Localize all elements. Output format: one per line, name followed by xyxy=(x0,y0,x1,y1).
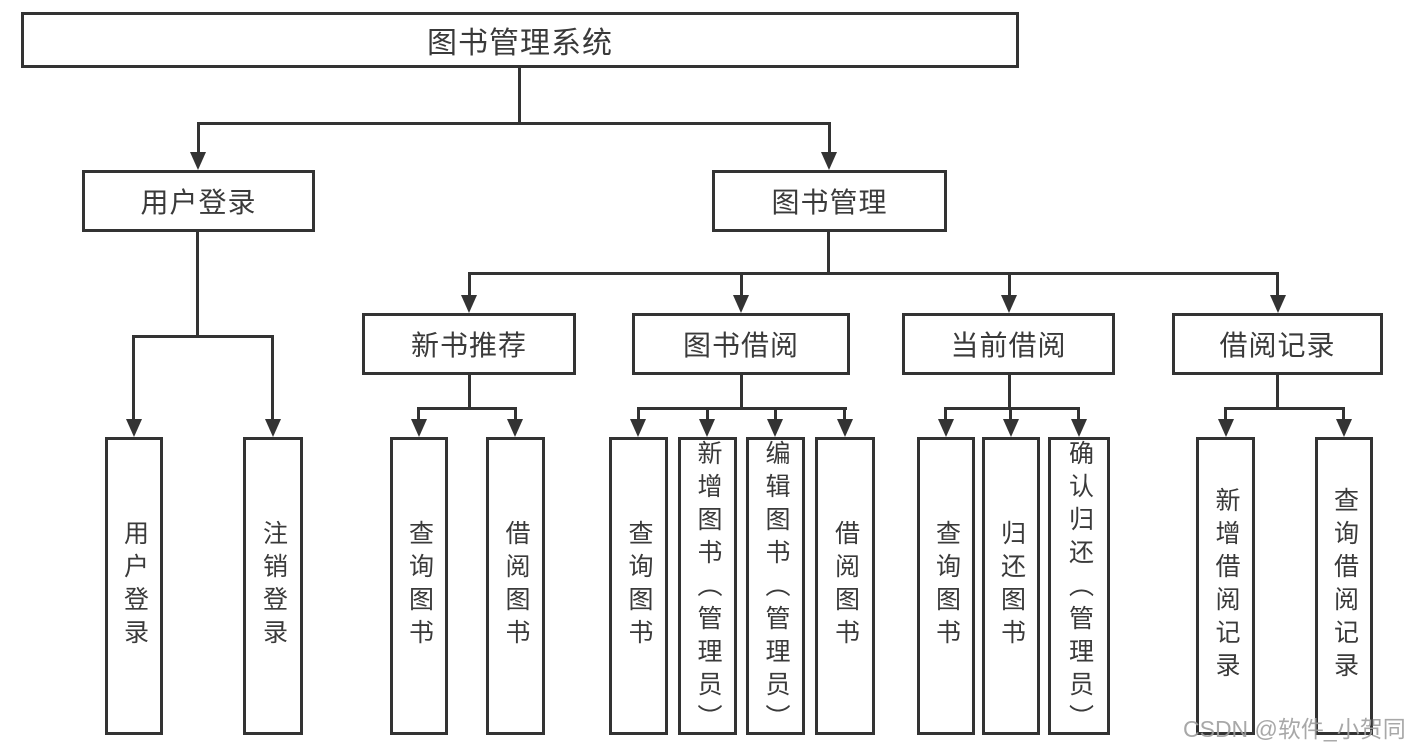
connector-line xyxy=(944,407,1080,410)
node-user-login: 用户登录 xyxy=(82,170,315,232)
connector-line xyxy=(132,335,274,338)
connector-line xyxy=(944,407,947,421)
arrow-down-icon xyxy=(1071,419,1087,437)
connector-line xyxy=(1224,407,1345,410)
connector-line xyxy=(740,272,743,297)
leaf-confirm-return-admin: 确认归还（管理员） xyxy=(1048,437,1110,737)
arrow-down-icon xyxy=(767,419,783,437)
arrow-down-icon xyxy=(1003,419,1019,437)
connector-line xyxy=(271,335,274,421)
leaf-add-borrow-record: 新增借阅记录 xyxy=(1196,437,1255,735)
connector-line xyxy=(740,375,743,407)
arrow-down-icon xyxy=(265,419,281,437)
connector-line xyxy=(518,68,521,122)
connector-line xyxy=(197,122,200,154)
arrow-down-icon xyxy=(190,152,206,170)
connector-line xyxy=(196,232,199,335)
leaf-query-books-recommend: 查询图书 xyxy=(390,437,448,735)
connector-line xyxy=(637,407,640,421)
arrow-down-icon xyxy=(507,419,523,437)
node-book-borrow: 图书借阅 xyxy=(632,313,850,375)
connector-line xyxy=(843,407,846,421)
connector-line xyxy=(637,407,847,410)
arrow-down-icon xyxy=(1001,295,1017,313)
leaf-edit-book-admin: 编辑图书（管理员） xyxy=(746,437,805,737)
arrow-down-icon xyxy=(733,295,749,313)
node-new-book-recommend: 新书推荐 xyxy=(362,313,576,375)
leaf-user-login: 用户登录 xyxy=(105,437,163,735)
connector-line xyxy=(1008,272,1011,297)
node-borrow-records: 借阅记录 xyxy=(1172,313,1383,375)
leaf-add-book-admin: 新增图书（管理员） xyxy=(678,437,737,737)
node-current-borrow: 当前借阅 xyxy=(902,313,1115,375)
arrow-down-icon xyxy=(630,419,646,437)
arrow-down-icon xyxy=(821,152,837,170)
connector-line xyxy=(468,272,1279,275)
connector-line xyxy=(197,122,831,125)
arrow-down-icon xyxy=(837,419,853,437)
leaf-query-books-borrow: 查询图书 xyxy=(609,437,668,735)
arrow-down-icon xyxy=(461,295,477,313)
connector-line xyxy=(774,407,777,421)
connector-line xyxy=(1224,407,1227,421)
connector-line xyxy=(827,232,830,272)
connector-line xyxy=(468,272,471,297)
connector-line xyxy=(468,375,471,407)
arrow-down-icon xyxy=(1270,295,1286,313)
connector-line xyxy=(828,122,831,154)
arrow-down-icon xyxy=(1218,419,1234,437)
leaf-return-books: 归还图书 xyxy=(982,437,1040,735)
connector-line xyxy=(706,407,709,421)
leaf-borrow-books: 借阅图书 xyxy=(815,437,875,735)
connector-line xyxy=(514,407,517,421)
leaf-query-books-current: 查询图书 xyxy=(917,437,975,735)
arrow-down-icon xyxy=(699,419,715,437)
arrow-down-icon xyxy=(411,419,427,437)
connector-line xyxy=(1077,407,1080,421)
leaf-query-borrow-record: 查询借阅记录 xyxy=(1315,437,1373,735)
connector-line xyxy=(1009,407,1012,421)
connector-line xyxy=(417,407,420,421)
arrow-down-icon xyxy=(126,419,142,437)
arrow-down-icon xyxy=(938,419,954,437)
arrow-down-icon xyxy=(1336,419,1352,437)
connector-line xyxy=(1008,375,1011,407)
node-root-library-system: 图书管理系统 xyxy=(21,12,1019,68)
node-book-management: 图书管理 xyxy=(712,170,947,232)
connector-line xyxy=(1276,375,1279,407)
csdn-watermark: CSDN @软件_小贺同学 xyxy=(1183,716,1405,742)
connector-line xyxy=(1342,407,1345,421)
leaf-logout: 注销登录 xyxy=(243,437,303,735)
leaf-borrow-books-recommend: 借阅图书 xyxy=(486,437,545,735)
connector-line xyxy=(417,407,517,410)
connector-line xyxy=(1276,272,1279,297)
connector-line xyxy=(132,335,135,421)
